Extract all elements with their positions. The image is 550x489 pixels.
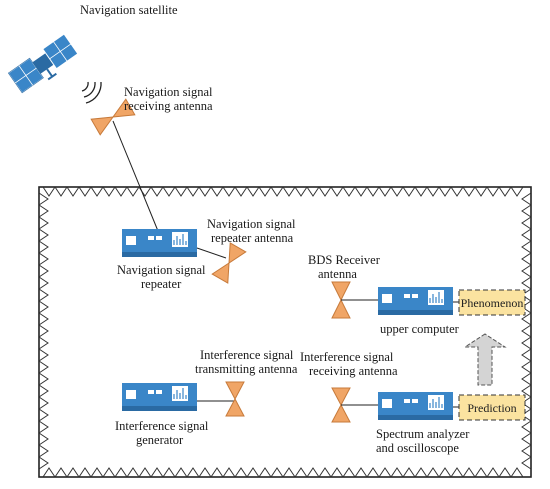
nav-signal-repeater-device bbox=[122, 229, 197, 257]
upper-computer-device bbox=[378, 287, 453, 315]
label-nav-repeater-antenna-line1: Navigation signal bbox=[207, 217, 296, 231]
label-intf-tx-antenna-line2: transmitting antenna bbox=[195, 362, 298, 376]
label-nav-rx-antenna-line2: receiving antenna bbox=[124, 99, 213, 113]
phenomenon-box: Phenomenon bbox=[458, 289, 526, 316]
interference-receiving-antenna-icon bbox=[331, 387, 351, 423]
label-intf-generator-line1: Interference signal bbox=[115, 419, 209, 433]
cable-repeater-to-antenna bbox=[196, 247, 227, 259]
label-intf-rx-antenna-line1: Interference signal bbox=[300, 350, 394, 364]
interference-generator-device bbox=[122, 383, 197, 411]
spectrum-analyzer-device bbox=[378, 392, 453, 420]
bds-receiver-antenna-icon bbox=[331, 281, 351, 319]
label-intf-tx-antenna-line1: Interference signal bbox=[200, 348, 294, 362]
label-nav-repeater-antenna-line2: repeater antenna bbox=[211, 231, 294, 245]
nav-receiving-antenna-icon bbox=[90, 98, 136, 136]
prediction-to-phenomenon-arrow bbox=[463, 333, 507, 386]
signal-waves-icon bbox=[81, 81, 102, 104]
absorber-spikes bbox=[38, 186, 532, 478]
label-nav-rx-antenna-line1: Navigation signal bbox=[124, 85, 213, 99]
label-intf-generator-line2: generator bbox=[136, 433, 184, 447]
label-nav-repeater-line2: repeater bbox=[141, 277, 182, 291]
label-nav-repeater-line1: Navigation signal bbox=[117, 263, 206, 277]
nav-repeater-antenna-icon bbox=[211, 242, 247, 284]
absorber-spike-path bbox=[38, 186, 532, 478]
interference-transmitting-antenna-icon bbox=[225, 381, 245, 417]
label-spectrum-line1: Spectrum analyzer bbox=[376, 427, 470, 441]
cable-rx-to-repeater bbox=[112, 120, 159, 232]
satellite-icon bbox=[7, 33, 79, 94]
prediction-box: Prediction bbox=[458, 394, 526, 421]
label-spectrum-line2: and oscilloscope bbox=[376, 441, 459, 455]
label-intf-rx-antenna-line2: receiving antenna bbox=[309, 364, 398, 378]
label-upper-computer: upper computer bbox=[380, 322, 460, 336]
anechoic-chamber bbox=[38, 186, 532, 478]
prediction-label: Prediction bbox=[467, 401, 516, 415]
label-bds-antenna-line1: BDS Receiver bbox=[308, 253, 381, 267]
phenomenon-label: Phenomenon bbox=[461, 296, 524, 310]
label-bds-antenna-line2: antenna bbox=[318, 267, 357, 281]
label-navigation-satellite: Navigation satellite bbox=[80, 3, 178, 17]
